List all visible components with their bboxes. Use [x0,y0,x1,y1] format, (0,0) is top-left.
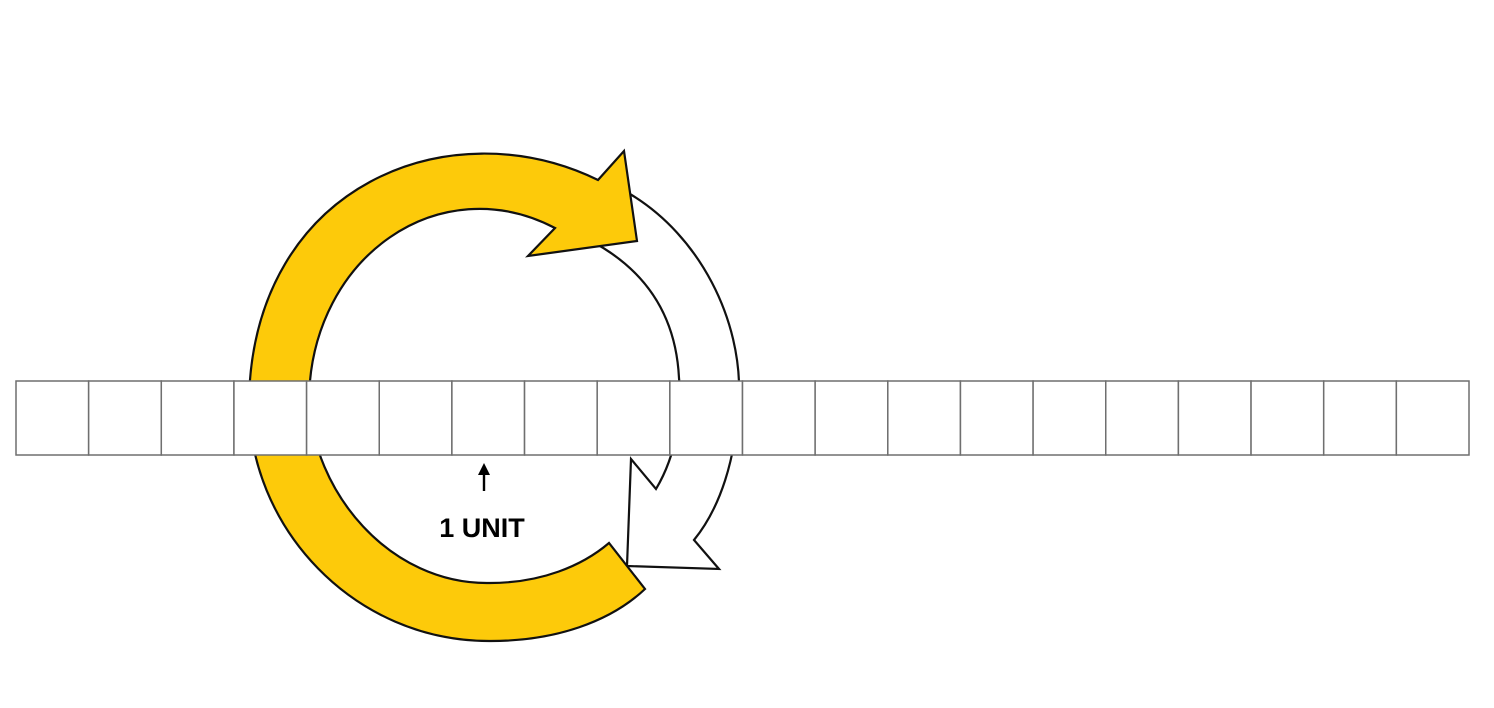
unit-cell [1395,380,1470,456]
unit-cell [669,380,744,456]
unit-cell [87,380,163,456]
unit-cell [814,380,889,456]
unit-cell [160,380,235,456]
unit-cell [1177,380,1252,456]
unit-label: 1 UNIT [439,513,525,543]
clockwise-arrow-icon [247,148,647,643]
unit-cell [305,380,381,456]
unit-cell [1032,380,1107,456]
unit-cell [451,380,526,456]
unit-cell [959,380,1034,456]
unit-cell [596,380,671,456]
unit-cell [1105,380,1180,456]
unit-cell [887,380,962,456]
clockwise-arrow-outline-icon [591,192,741,571]
unit-cell [1250,380,1325,456]
up-arrow-icon [478,463,490,491]
unit-cell [523,380,598,456]
unit-cell [741,380,816,456]
unit-cell [15,380,90,456]
unit-cell [233,380,308,456]
unit-cell [378,380,453,456]
unit-cell [1322,380,1398,456]
unit-strip [15,380,1470,456]
